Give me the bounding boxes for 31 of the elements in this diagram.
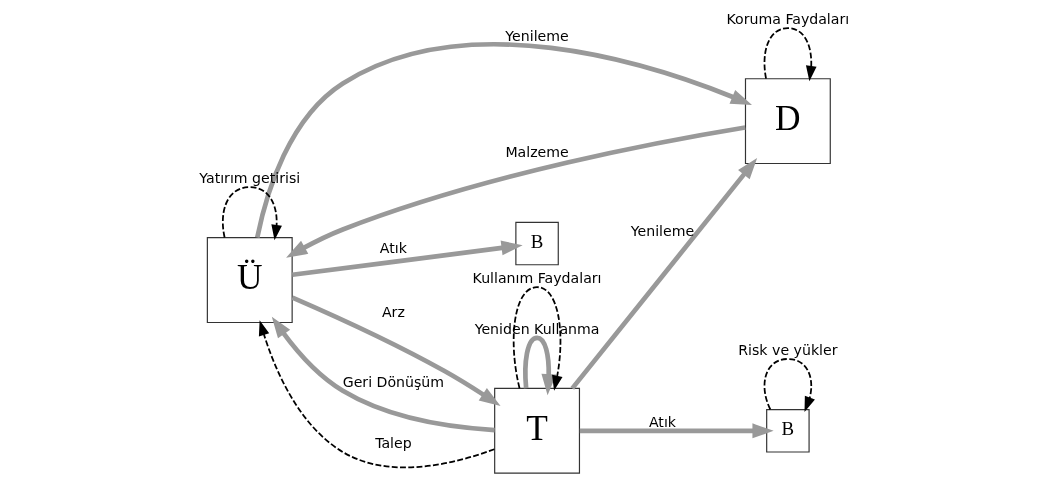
arrow bbox=[569, 157, 757, 390]
arrow bbox=[512, 286, 563, 391]
arrow bbox=[271, 316, 495, 433]
node-box: T bbox=[493, 387, 580, 474]
arrow bbox=[258, 320, 495, 469]
edge-label: Risk ve yükler bbox=[737, 341, 837, 358]
arrow bbox=[763, 27, 817, 82]
edge-label: Atık bbox=[379, 239, 407, 256]
edge-label: Geri Dönüşüm bbox=[342, 373, 444, 390]
edge-label: Yenileme bbox=[630, 223, 694, 240]
arrow bbox=[579, 423, 774, 439]
node-box: B bbox=[514, 221, 559, 266]
edge-label: Talep bbox=[374, 435, 412, 452]
arrow bbox=[254, 42, 752, 239]
edge-label: Arz bbox=[381, 304, 405, 321]
arrow bbox=[522, 335, 556, 396]
edge-label: Atık bbox=[648, 413, 676, 430]
node-box: D bbox=[744, 78, 831, 165]
arrow bbox=[291, 240, 523, 278]
arrow bbox=[291, 295, 501, 406]
arrow bbox=[221, 186, 282, 241]
edge-label: Kullanım Faydaları bbox=[472, 270, 602, 287]
edge-label: Malzeme bbox=[504, 144, 569, 161]
edge-label: Yeniden Kullanma bbox=[474, 320, 599, 337]
arrow bbox=[285, 125, 746, 258]
edge-label: Yenileme bbox=[504, 27, 569, 44]
arrow bbox=[763, 358, 815, 412]
node-box: Ü bbox=[206, 237, 293, 324]
node-box: B bbox=[765, 409, 810, 453]
edge-label: Koruma Faydaları bbox=[726, 11, 849, 28]
edge-label: Yatırım getirisi bbox=[198, 170, 300, 187]
